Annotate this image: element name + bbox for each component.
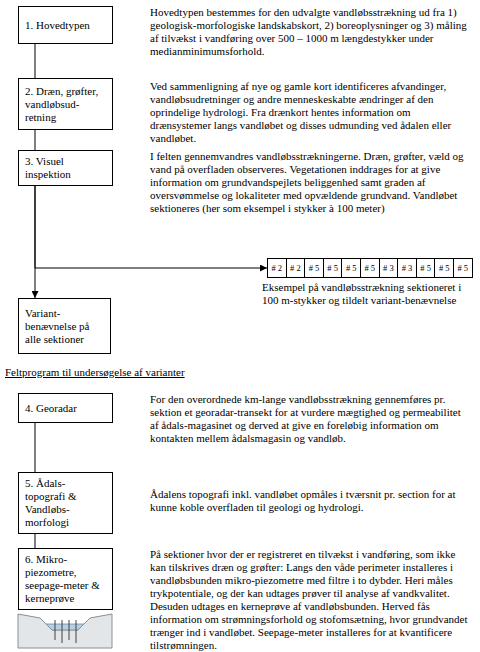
process-box: 6. Mikro- piezometre, seepage-meter & ke… <box>18 548 113 610</box>
variant-number: # 3 <box>402 263 413 273</box>
variant-number: # 3 <box>383 263 394 273</box>
section-cell: # 3 <box>379 258 399 278</box>
variant-number: # 5 <box>420 263 431 273</box>
piezometer <box>76 620 77 643</box>
box-label: 4. Georadar <box>25 402 77 415</box>
connector-line <box>35 44 36 78</box>
process-box: 1. Hovedtypen <box>18 6 113 44</box>
connector-line <box>35 534 36 548</box>
box-label: 6. Mikro- piezometre, seepage-meter & ke… <box>25 553 106 605</box>
desc-text: Ved sammenligning af nye og gamle kort i… <box>150 80 472 145</box>
section-cell: # 5 <box>360 258 380 278</box>
micro-piezometers <box>55 620 76 643</box>
desc-text: Ådalens topografi inkl. vandløbet opmåle… <box>150 488 472 514</box>
box-label: 3. Visuel inspektion <box>25 155 106 181</box>
section-cell: # 5 <box>453 258 473 278</box>
process-box: 4. Georadar <box>18 393 113 423</box>
variant-number: # 2 <box>290 263 301 273</box>
desc-text: For den overordnede km-lange vandløbsstr… <box>150 393 472 445</box>
box-label: 5. Ådals- topografi & Vandløbs- morfolog… <box>25 477 106 529</box>
section-cell: # 5 <box>304 258 324 278</box>
stream-water <box>46 624 84 630</box>
box-label: Variant- benævnelse på alle sektioner <box>25 307 104 346</box>
connector-line <box>35 130 36 150</box>
variant-number: # 5 <box>439 263 450 273</box>
section-cell: # 5 <box>323 258 343 278</box>
section-cell: # 3 <box>397 258 417 278</box>
box-label: 2. Dræn, grøfter, vandløbsud- retning <box>25 85 106 124</box>
process-box: 2. Dræn, grøfter, vandløbsud- retning <box>18 78 113 130</box>
process-box: 3. Visuel inspektion <box>18 150 113 186</box>
variant-number: # 5 <box>346 263 357 273</box>
section-heading: Feltprogram til undersøgelse af variante… <box>5 366 325 379</box>
box-label: 1. Hovedtypen <box>25 19 90 32</box>
variant-number: # 5 <box>327 263 338 273</box>
section-cell: # 2 <box>267 258 287 278</box>
piezometer <box>55 620 56 640</box>
desc-text: På sektioner hvor der er registreret en … <box>150 548 472 652</box>
piezometer <box>62 620 63 643</box>
desc-text: Hovedtypen bestemmes for den udvalgte va… <box>150 6 472 58</box>
variant-number: # 5 <box>364 263 375 273</box>
valley-cross-section <box>18 614 112 648</box>
piezometer <box>69 620 70 640</box>
desc-text: I felten gennemvandres vandløbsstrækning… <box>150 150 472 215</box>
connector-line <box>35 186 36 298</box>
valley-ground <box>18 614 112 648</box>
variant-number: # 5 <box>457 263 468 273</box>
section-cell: # 5 <box>434 258 454 278</box>
caption: Eksempel på vandløbsstrækning sektionere… <box>262 281 476 307</box>
section-cell: # 2 <box>286 258 306 278</box>
process-box: 5. Ådals- topografi & Vandløbs- morfolog… <box>18 472 113 534</box>
variant-number: # 5 <box>309 263 320 273</box>
section-cell: # 5 <box>341 258 361 278</box>
connector-line <box>35 423 36 472</box>
section-cell: # 5 <box>416 258 436 278</box>
variant-number: # 2 <box>271 263 282 273</box>
process-box: Variant- benævnelse på alle sektioner <box>18 298 111 354</box>
